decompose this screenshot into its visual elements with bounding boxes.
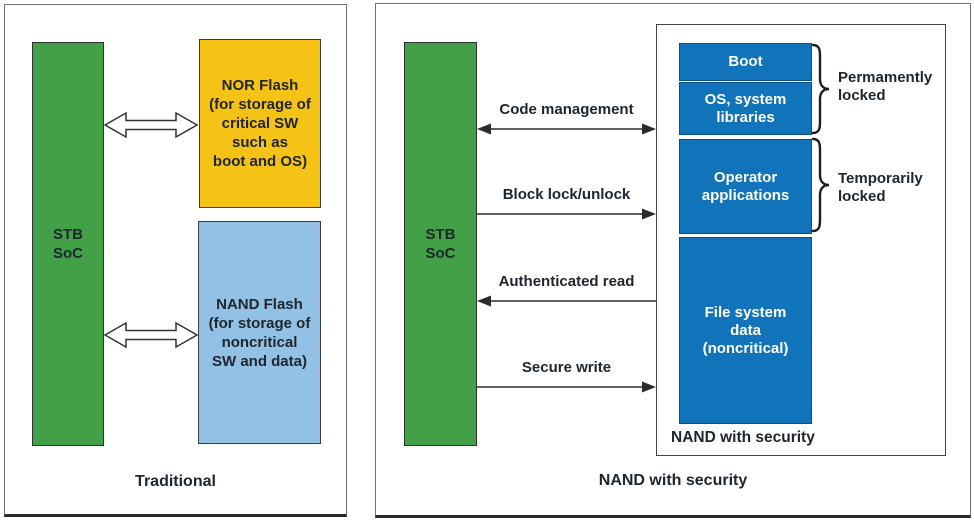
panel-caption-nand-with-security: NAND with security [598,472,748,489]
nor-flash-label: NOR Flash (for storage of critical SW su… [209,77,311,170]
label-permanently-locked: Permamently locked [838,69,933,104]
double-block-arrow-icon [104,321,199,349]
arrow-label-authenticated-read: Authenticated read [498,273,635,290]
segment-os-system-libraries: OS, system libraries [679,82,812,135]
stb-soc-label: STB SoC [53,226,83,262]
left-arrow-icon [477,295,656,307]
right-arrow-icon [477,208,656,220]
arrow-label-code-management: Code management [499,101,634,118]
brace-permanently-locked-icon [811,43,830,135]
stb-soc-block: STB SoC [404,42,477,446]
arrow-label-block-lock-unlock: Block lock/unlock [502,186,631,203]
stb-soc-label: STB SoC [425,226,456,262]
brace-temporarily-locked-icon [811,137,830,233]
stb-soc-block: STB SoC [32,42,104,446]
nor-flash-box: NOR Flash (for storage of critical SW su… [199,39,321,208]
segment-file-system-data: File system data (noncritical) [679,237,812,424]
segment-operator-applications: Operator applications [679,139,812,234]
nand-flash-box: NAND Flash (for storage of noncritical S… [198,221,321,444]
panel-caption-traditional: Traditional [135,473,216,490]
secure-nand-box: Boot OS, system libraries Operator appli… [656,24,946,456]
arrow-label-secure-write: Secure write [521,359,612,376]
panel-traditional: STB SoC NOR Flash (for storage of critic… [4,4,347,517]
double-block-arrow-icon [104,111,199,139]
double-headed-arrow-icon [477,123,656,135]
right-arrow-icon [477,381,656,393]
secure-nand-box-label: NAND with security [671,429,815,446]
label-temporarily-locked: Temporarily locked [838,170,923,205]
nand-flash-label: NAND Flash (for storage of noncritical S… [208,295,311,370]
panel-nand-with-security: STB SoC Code management Block lock/unloc… [375,3,971,518]
segment-boot: Boot [679,43,812,81]
